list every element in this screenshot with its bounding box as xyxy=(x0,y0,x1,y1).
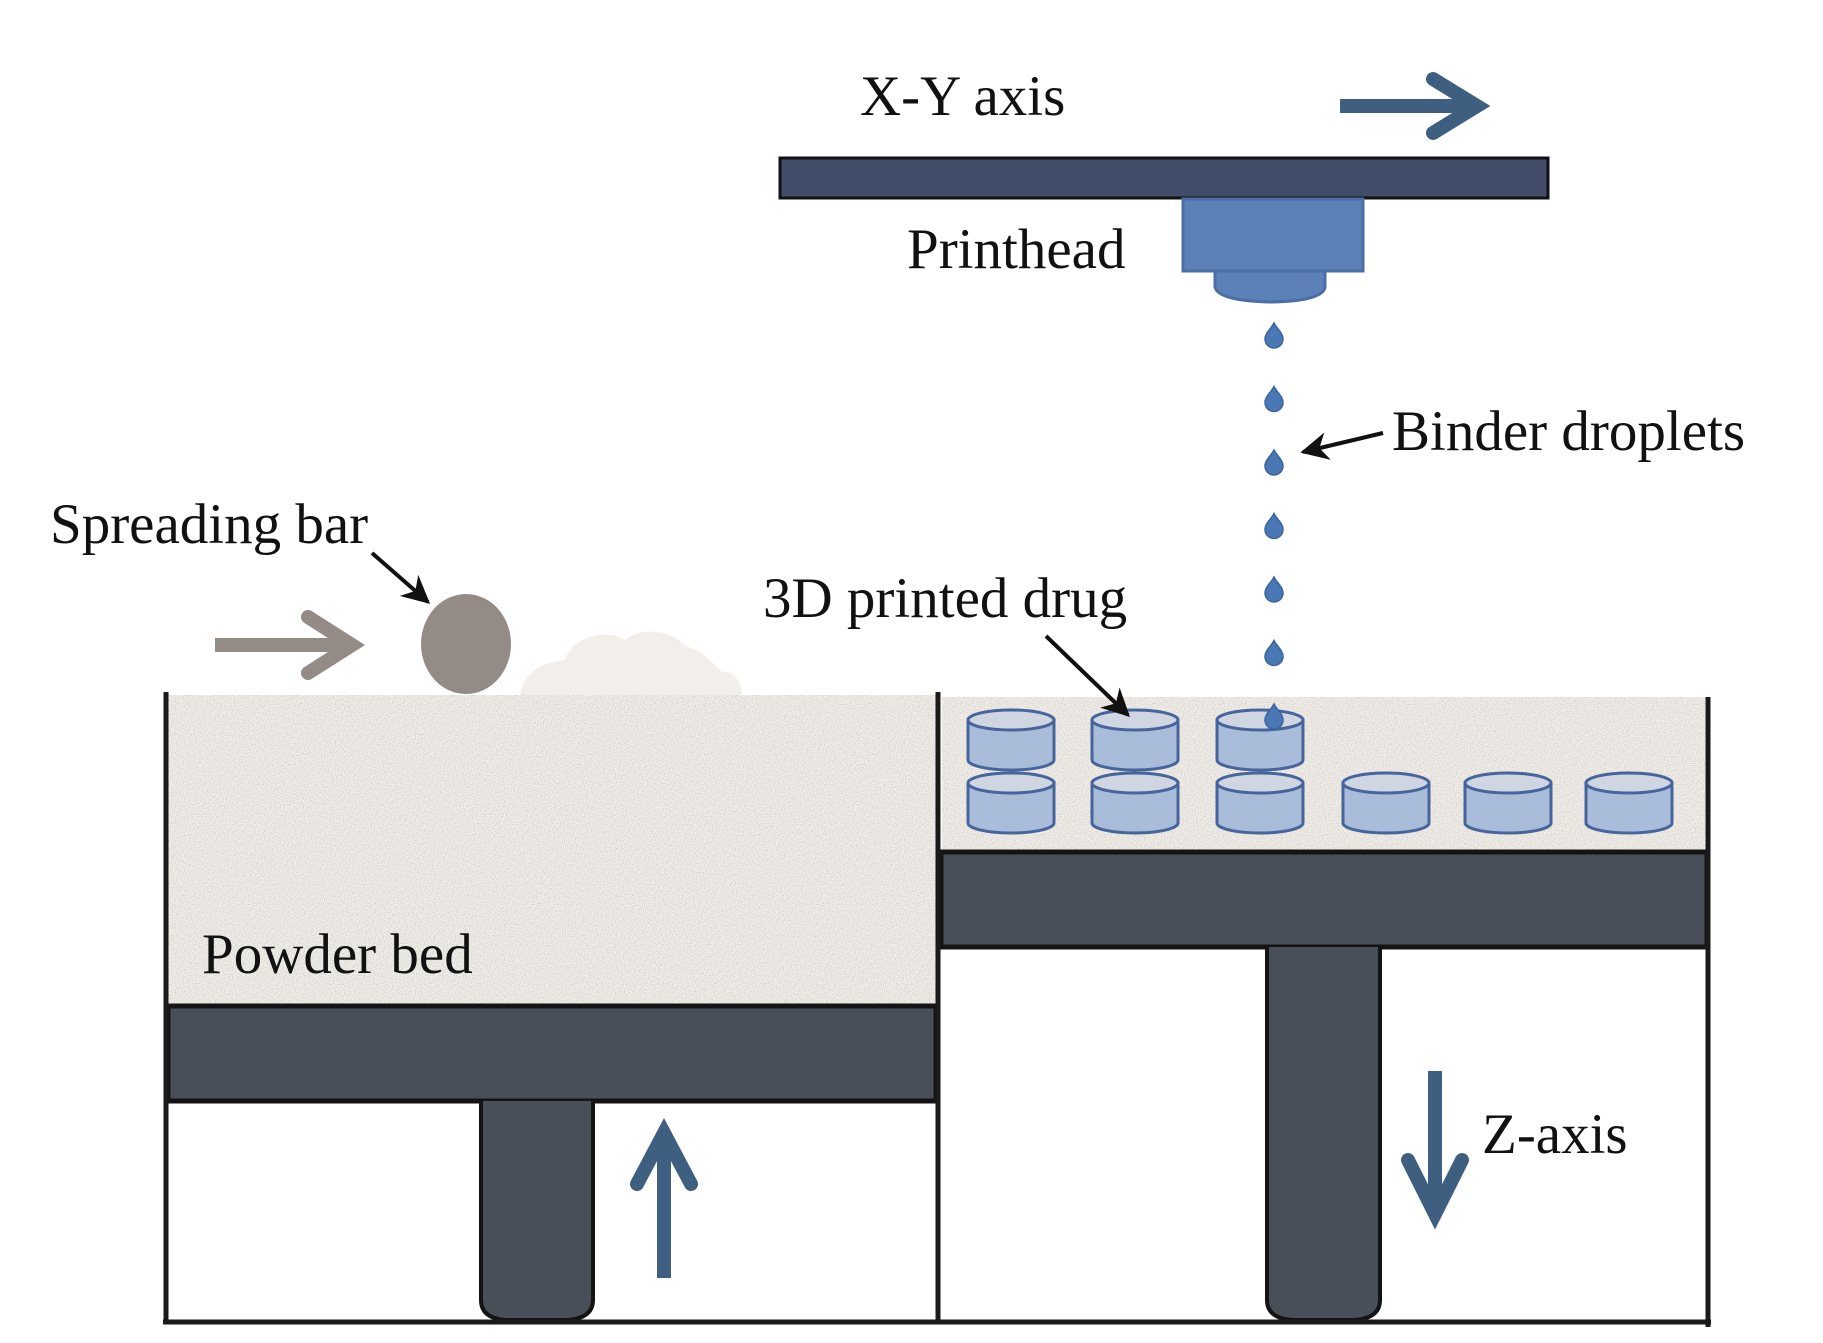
tablet xyxy=(1215,771,1305,835)
spreading-bar-pointer xyxy=(370,551,431,604)
printhead-body xyxy=(1181,197,1365,273)
printed-drug-label: 3D printed drug xyxy=(763,567,1127,630)
build-powder-texture xyxy=(942,697,1705,852)
xy-gantry xyxy=(778,156,1550,200)
build-powder xyxy=(942,697,1705,852)
feed-up-arrow-icon xyxy=(630,1118,698,1278)
build-platform xyxy=(938,849,1710,950)
feed-powder-texture xyxy=(168,695,936,1005)
tablet-body xyxy=(966,718,1056,772)
binder-droplets xyxy=(1264,321,1284,730)
tablet xyxy=(966,708,1056,772)
powder-bed-label: Powder bed xyxy=(202,923,473,986)
printhead-nozzle xyxy=(1213,269,1327,304)
machine-walls xyxy=(163,692,1711,1327)
spreading-arrow-icon xyxy=(215,610,366,680)
tablet-top xyxy=(1463,771,1553,795)
tablet-body xyxy=(1341,781,1431,835)
tablet xyxy=(1584,771,1674,835)
xy-axis-arrow-icon xyxy=(1340,72,1491,140)
binder-droplet xyxy=(1264,702,1284,730)
tablet-body xyxy=(1584,781,1674,835)
z-axis-label: Z-axis xyxy=(1482,1103,1628,1166)
feed-platform xyxy=(165,1003,939,1104)
binder-droplet xyxy=(1264,511,1284,540)
binder-droplet xyxy=(1264,321,1284,349)
build-down-arrow-icon xyxy=(1401,1071,1469,1230)
binder-droplet xyxy=(1264,384,1284,413)
tablet-body xyxy=(1215,781,1305,835)
tablet-body xyxy=(1090,781,1180,835)
binder-droplet xyxy=(1264,638,1284,667)
tablet xyxy=(1090,771,1180,835)
feed-piston xyxy=(479,1101,595,1322)
tablet-top xyxy=(1215,708,1305,732)
tablet xyxy=(1463,771,1553,835)
spreading-bar-label: Spreading bar xyxy=(50,493,368,556)
tablet-top xyxy=(1584,771,1674,795)
tablet-body xyxy=(1463,781,1553,835)
spreading-bar xyxy=(421,594,511,694)
feed-powder xyxy=(168,631,936,1005)
tablet-body xyxy=(1090,718,1180,772)
tablet-top xyxy=(1215,771,1305,795)
build-piston xyxy=(1265,947,1382,1322)
printhead-label: Printhead xyxy=(907,218,1125,281)
tablet-top xyxy=(966,708,1056,732)
tablet-top xyxy=(1341,771,1431,795)
binder-droplet xyxy=(1264,448,1284,476)
tablet-top xyxy=(1090,708,1180,732)
tablet-body xyxy=(966,781,1056,835)
binder-droplets-label: Binder droplets xyxy=(1392,400,1745,463)
tablet xyxy=(966,771,1056,835)
tablet-body xyxy=(1215,718,1305,772)
printed-drug-pointer xyxy=(1044,634,1131,717)
tablet xyxy=(1341,771,1431,835)
tablet xyxy=(1215,708,1305,772)
printed-tablets xyxy=(966,708,1674,835)
binder-droplet xyxy=(1264,575,1284,603)
powder-heap xyxy=(520,631,742,695)
droplets-pointer xyxy=(1300,431,1384,460)
tablet xyxy=(1090,708,1180,772)
tablet-top xyxy=(966,771,1056,795)
tablet-top xyxy=(1090,771,1180,795)
xy-axis-label: X-Y axis xyxy=(860,65,1065,128)
